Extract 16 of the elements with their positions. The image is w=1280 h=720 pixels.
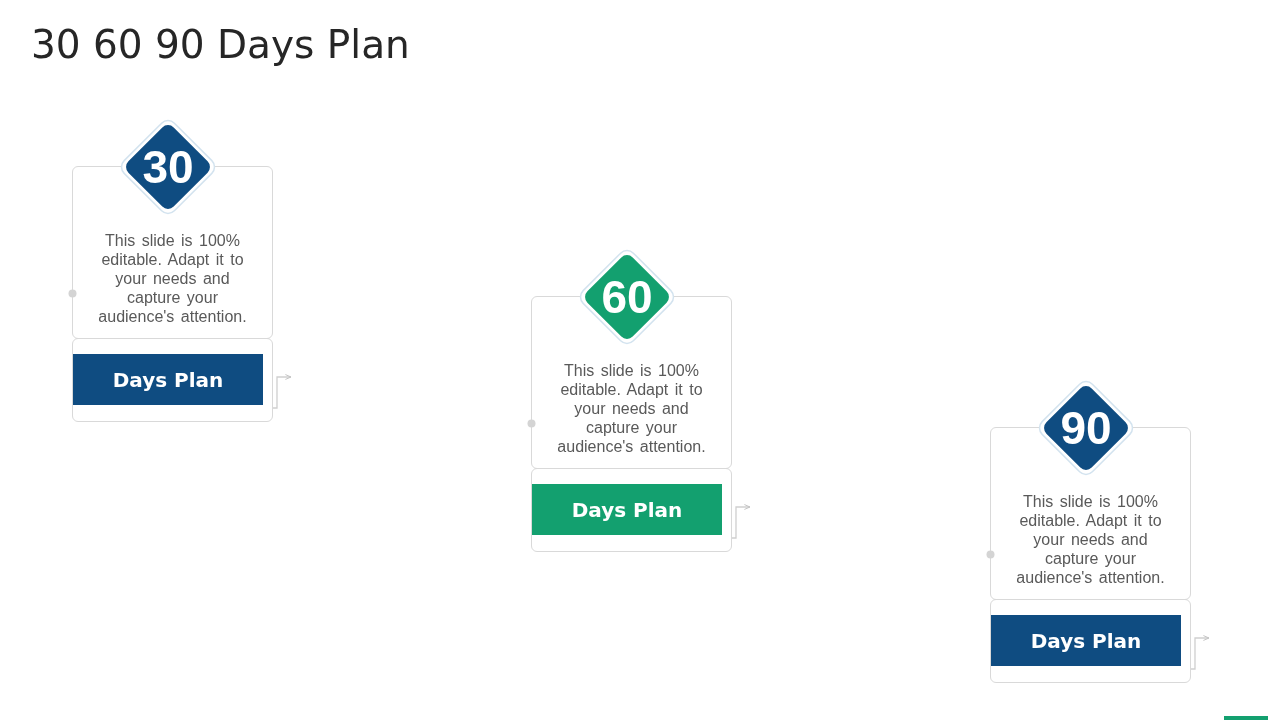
day-number: 60 (601, 274, 653, 320)
plan-banner: Days Plan (532, 484, 722, 535)
plan-frame (990, 599, 1191, 683)
slide-title: 30 60 90 Days Plan (31, 22, 410, 68)
description-text: This slide is 100% editable. Adapt it to your needs and capture your audience's attention. (97, 231, 248, 326)
plan-banner: Days Plan (991, 615, 1181, 666)
arrow (731, 504, 751, 539)
arrow (1190, 635, 1210, 670)
plan-frame (531, 468, 732, 552)
description-text: This slide is 100% editable. Adapt it to your needs and capture your audience's attention. (1015, 492, 1166, 587)
description-text: This slide is 100% editable. Adapt it to your needs and capture your audience's attention. (556, 361, 707, 456)
plan-frame (72, 338, 273, 422)
day-number: 30 (142, 144, 194, 190)
plan-banner: Days Plan (73, 354, 263, 405)
arrow (272, 374, 292, 409)
day-number: 90 (1060, 405, 1112, 451)
